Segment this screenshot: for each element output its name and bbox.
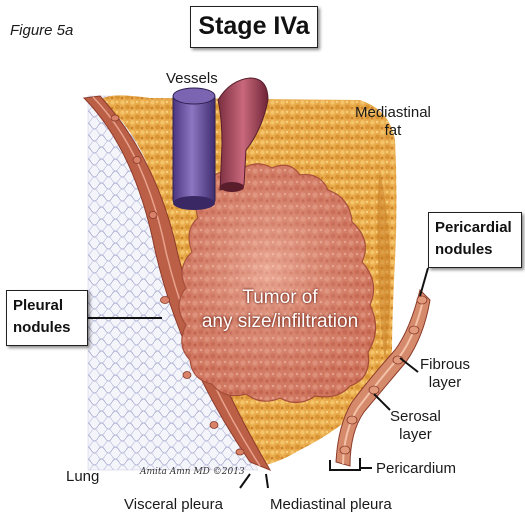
mediastinal-fat-line2: fat bbox=[355, 122, 431, 140]
pericardial-leader bbox=[420, 268, 428, 296]
artist-signature: Amita Amn MD ©2013 bbox=[139, 467, 245, 477]
fibrous-line1: Fibrous bbox=[420, 356, 470, 374]
pericardial-line2: nodules bbox=[435, 239, 515, 261]
pericardial-nodules-callout: Pericardial nodules bbox=[428, 212, 522, 268]
serosal-layer-label: Serosal layer bbox=[390, 408, 441, 444]
tumor-label: Tumor of any size/infiltration bbox=[185, 286, 375, 334]
figure-label: Figure 5a bbox=[10, 22, 73, 40]
vein bbox=[173, 95, 215, 203]
mediastinal-pleura-label: Mediastinal pleura bbox=[270, 496, 392, 514]
pleural-nodules-callout: Pleural nodules bbox=[6, 290, 88, 346]
mediastinal-leader bbox=[266, 474, 268, 488]
pericardium-label: Pericardium bbox=[376, 460, 456, 478]
pleural-line1: Pleural bbox=[13, 295, 81, 317]
pericardial-line1: Pericardial bbox=[435, 217, 515, 239]
mediastinal-fat-label: Mediastinal fat bbox=[355, 104, 431, 140]
lung-label: Lung bbox=[66, 468, 99, 486]
tumor-line1: Tumor of bbox=[185, 286, 375, 310]
visceral-pleura-label: Visceral pleura bbox=[124, 496, 223, 514]
serosal-line2: layer bbox=[390, 426, 441, 444]
serosal-line1: Serosal bbox=[390, 408, 441, 426]
tumor-line2: any size/infiltration bbox=[185, 310, 375, 334]
mediastinal-fat-line1: Mediastinal bbox=[355, 104, 431, 122]
vessels-label: Vessels bbox=[166, 70, 218, 88]
serosal-leader bbox=[374, 394, 390, 410]
fibrous-line2: layer bbox=[420, 374, 470, 392]
stage-title-box: Stage IVa bbox=[190, 6, 318, 48]
stage-title: Stage IVa bbox=[191, 7, 317, 45]
fibrous-layer-label: Fibrous layer bbox=[420, 356, 470, 392]
pleural-line2: nodules bbox=[13, 317, 81, 339]
